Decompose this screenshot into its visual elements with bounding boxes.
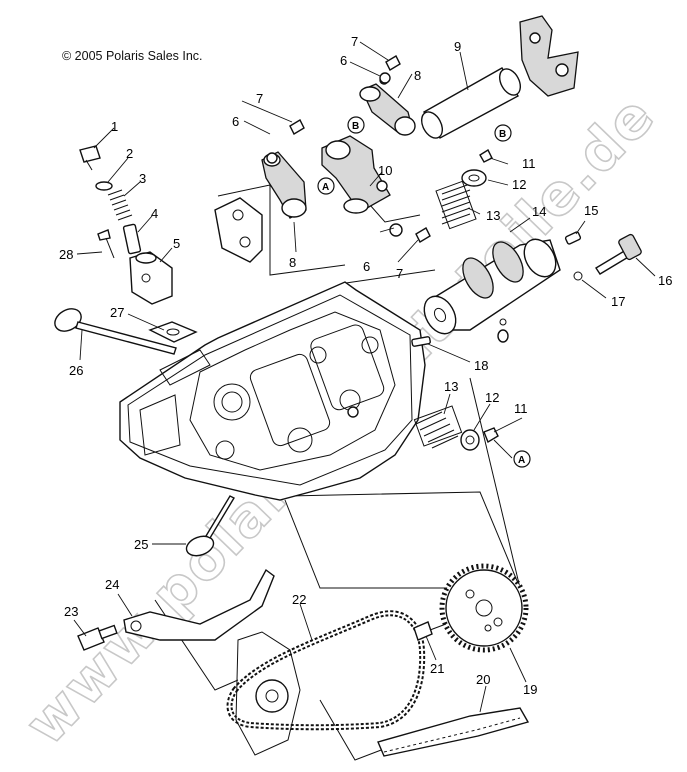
leader-lines: [73, 41, 656, 713]
callout-8b: 8: [289, 255, 296, 270]
callout-labels: 1 2 3 4 5 6 6 6 7 7 7 8 8 9 10 11 11 12 …: [59, 34, 672, 697]
callout-7a: 7: [256, 91, 263, 106]
callout-3: 3: [139, 171, 146, 186]
tensioner-body: [129, 251, 173, 305]
callout-10: 10: [378, 163, 392, 178]
callout-13b: 13: [444, 379, 458, 394]
retainer-lower: [460, 427, 499, 451]
rocker-arm-upper: [359, 75, 416, 136]
callout-5: 5: [173, 236, 180, 251]
tensioner-bolt: [79, 145, 101, 171]
tensioner-bolt-28: [97, 229, 115, 259]
sprocket-bolt: [413, 621, 447, 641]
tensioner-washer: [95, 181, 113, 191]
callout-17: 17: [611, 294, 625, 309]
marker-b-upper: B: [347, 116, 365, 134]
callout-6b: 6: [340, 53, 347, 68]
callout-7c: 7: [396, 266, 403, 281]
decompressor-shaft: [595, 233, 642, 275]
svg-text:B: B: [352, 121, 359, 132]
callout-12a: 12: [512, 177, 526, 192]
cam-sprocket: [439, 563, 529, 653]
callout-2: 2: [126, 146, 133, 161]
chain-guide: [123, 568, 275, 641]
rocker-shaft: [420, 67, 522, 139]
valve-26: [54, 308, 177, 355]
valve-spring-lower: [413, 405, 463, 449]
callout-25: 25: [134, 537, 148, 552]
callout-6c: 6: [363, 259, 370, 274]
crankcase-fragment: [235, 631, 301, 756]
callout-4: 4: [151, 206, 158, 221]
callout-6a: 6: [232, 114, 239, 129]
callout-18: 18: [474, 358, 488, 373]
valve-spring-upper: [435, 180, 477, 230]
callout-13a: 13: [486, 208, 500, 223]
adjuster-screws: [266, 55, 431, 243]
marker-a-upper: A: [317, 177, 335, 195]
callout-11a: 11: [522, 156, 536, 171]
cam-end-plug: [497, 318, 509, 343]
marker-a-lower: A: [513, 450, 531, 468]
callout-20: 20: [476, 672, 490, 687]
svg-text:A: A: [322, 182, 329, 193]
dowel-pin: [411, 336, 431, 347]
svg-text:B: B: [499, 129, 506, 140]
callout-11b: 11: [514, 401, 528, 416]
callout-26: 26: [69, 363, 83, 378]
guide-bolt: [77, 624, 118, 651]
callout-12b: 12: [485, 390, 499, 405]
callout-22: 22: [292, 592, 306, 607]
rocker-shaft-bracket: [519, 15, 579, 97]
callout-8a: 8: [414, 68, 421, 83]
tensioner-spring: [107, 189, 133, 221]
cam-pin: [564, 231, 582, 245]
tensioner-gasket: [148, 321, 198, 343]
chain-guide-lower: [377, 707, 530, 757]
callout-19: 19: [523, 682, 537, 697]
valve-25: [185, 495, 235, 557]
cylinder-head: [119, 281, 426, 501]
callout-15: 15: [584, 203, 598, 218]
e-clip: [573, 271, 583, 281]
callout-28: 28: [59, 247, 73, 262]
callout-9: 9: [454, 39, 461, 54]
callout-27: 27: [110, 305, 124, 320]
callout-7b: 7: [351, 34, 358, 49]
callout-16: 16: [658, 273, 672, 288]
timing-chain: [226, 610, 426, 731]
callout-23: 23: [64, 604, 78, 619]
retainer-upper: [461, 148, 493, 187]
copyright-notice: © 2005 Polaris Sales Inc.: [62, 49, 203, 63]
tensioner-plunger: [122, 223, 142, 255]
marker-b-right: B: [494, 124, 512, 142]
camshaft: [423, 238, 561, 335]
rocker-arm-main: [321, 135, 391, 214]
valve-cover-bracket: [214, 197, 263, 263]
svg-text:A: A: [518, 455, 525, 466]
callout-14: 14: [532, 204, 546, 219]
callout-24: 24: [105, 577, 119, 592]
crank-sprocket: [255, 679, 289, 713]
callout-21: 21: [430, 661, 444, 676]
callout-1: 1: [111, 119, 118, 134]
